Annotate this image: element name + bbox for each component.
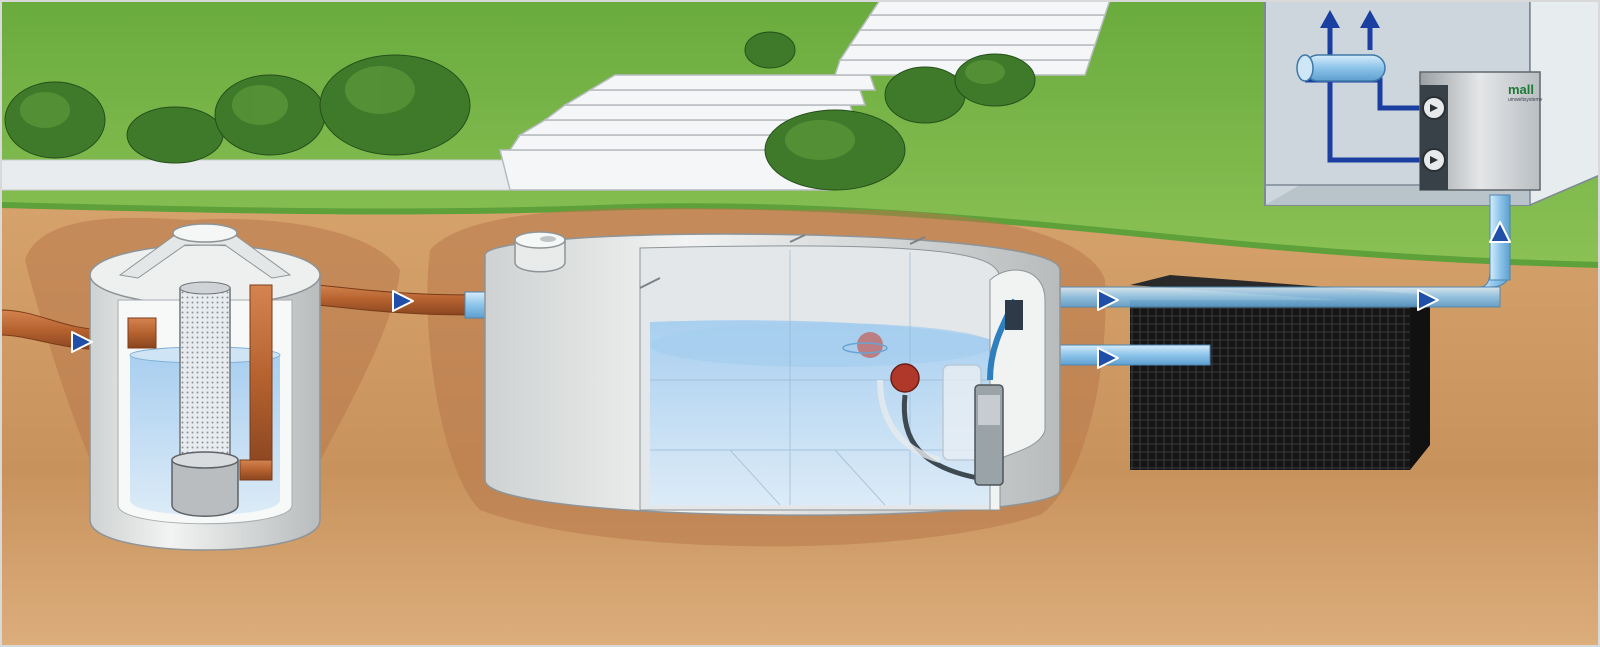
- flow-arrow-inlet: [71, 331, 93, 353]
- cistern: [484, 231, 1061, 516]
- control-unit-brand: mall: [1508, 82, 1534, 97]
- flow-arrow-supply-2: [1417, 289, 1439, 311]
- filter-shaft: [89, 223, 321, 551]
- control-unit-brand-sub: umweltsysteme: [1508, 97, 1543, 103]
- stairs: [499, 0, 1111, 191]
- flow-arrows: [71, 221, 1511, 369]
- submersible-pump: [842, 298, 1023, 486]
- flow-arrow-supply: [1097, 289, 1119, 311]
- flow-arrow-to-cistern: [392, 290, 414, 312]
- flow-arrow-riser: [1489, 221, 1511, 243]
- pump-control-unit: mall umweltsysteme: [1296, 10, 1543, 191]
- flow-arrow-overflow: [1097, 347, 1119, 369]
- shrubs: [4, 31, 1036, 191]
- floating-ball-valve: [890, 363, 920, 393]
- supply-pipe: [1059, 194, 1511, 308]
